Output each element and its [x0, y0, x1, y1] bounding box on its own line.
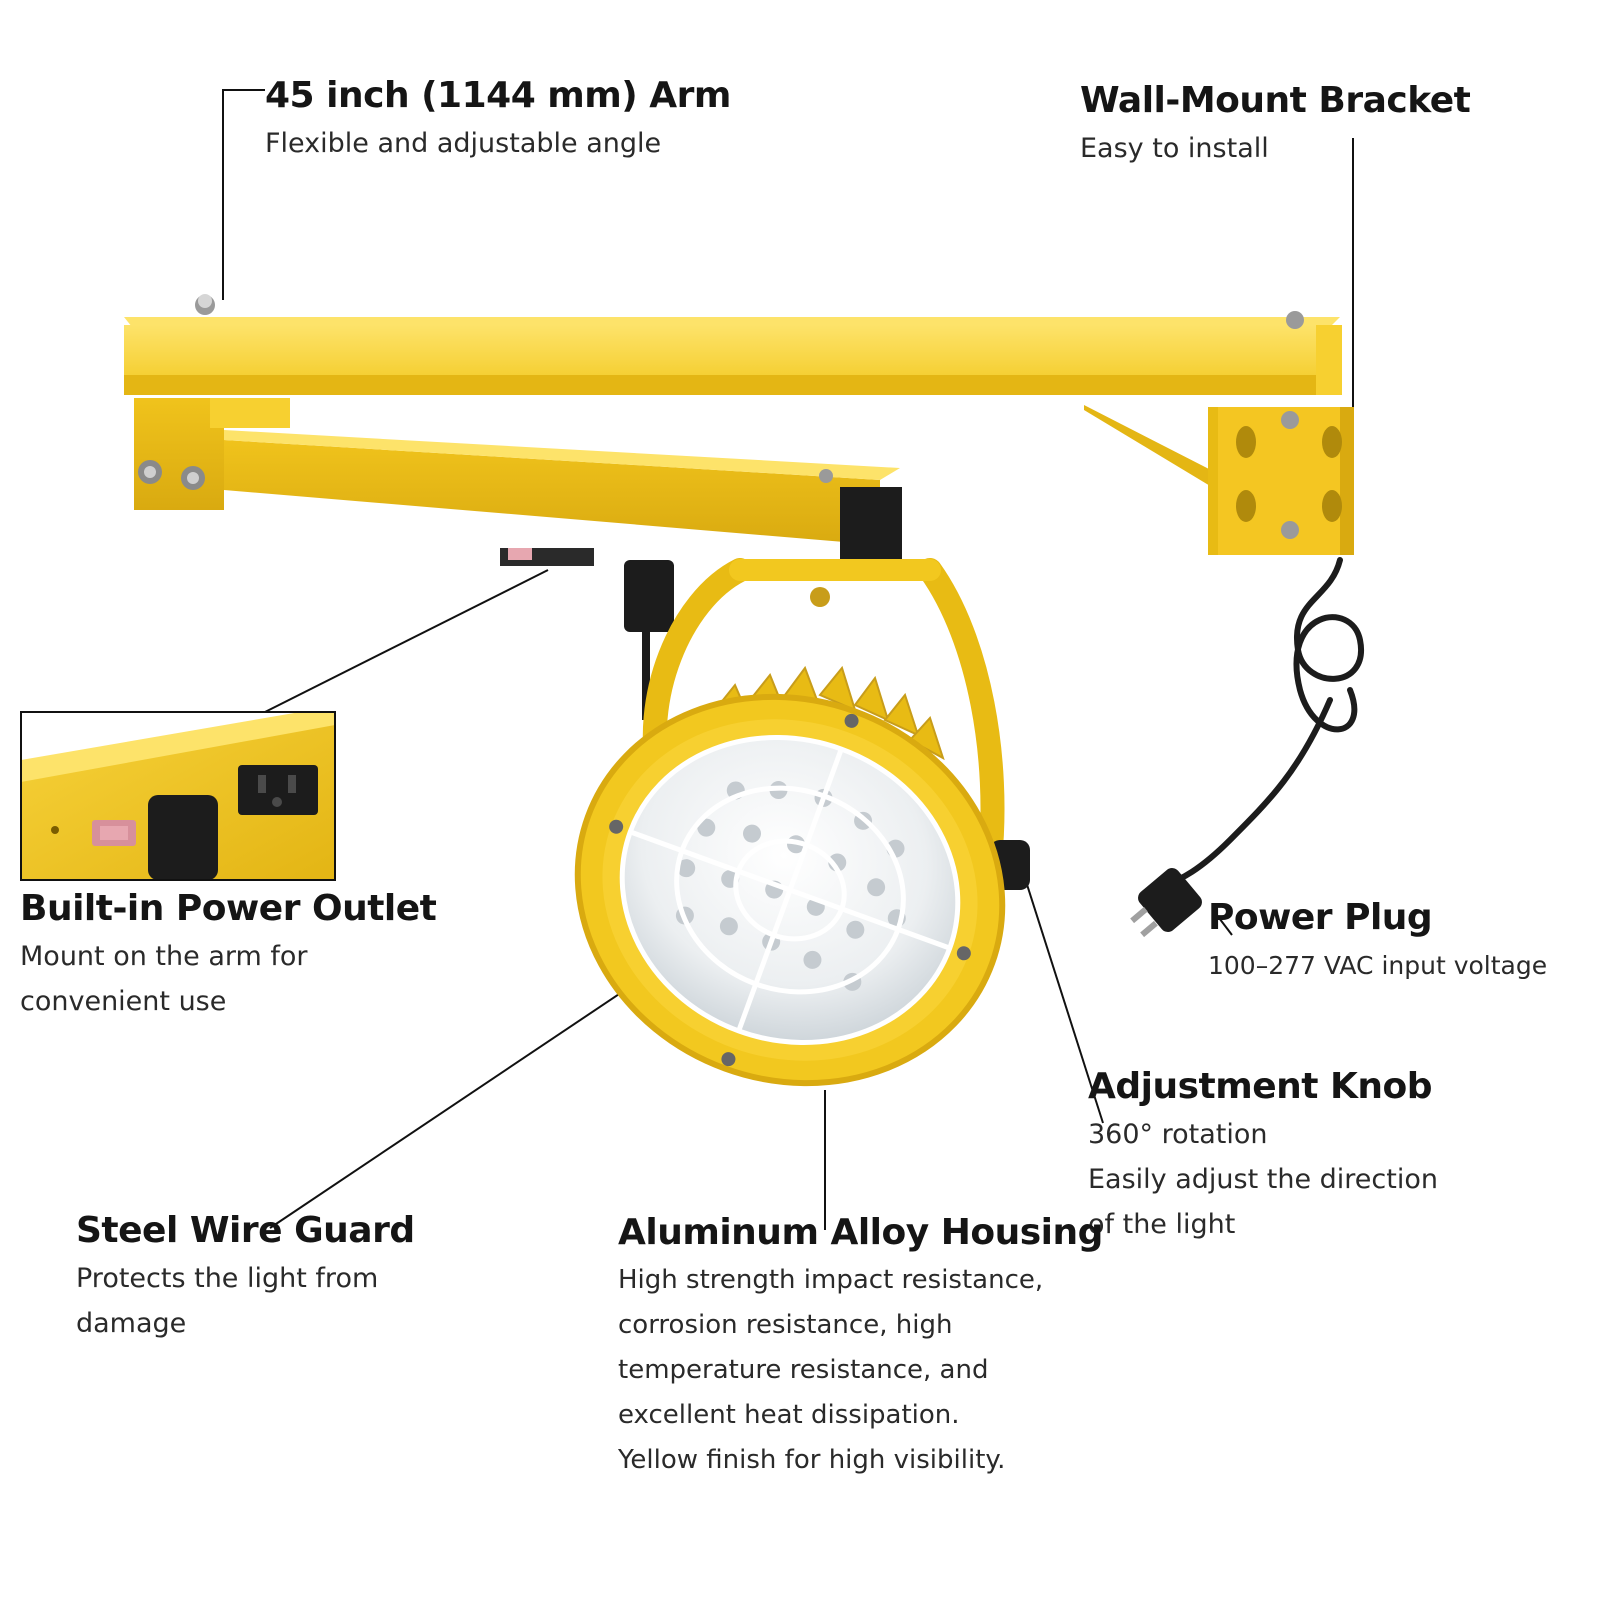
feature-housing-title: Aluminum Alloy Housing — [618, 1212, 1103, 1253]
feature-arm: 45 inch (1144 mm) Arm Flexible and adjus… — [265, 75, 731, 166]
feature-housing-desc: High strength impact resistance, corrosi… — [618, 1265, 1044, 1475]
feature-outlet-desc: Mount on the arm for convenient use — [20, 941, 308, 1017]
feature-arm-desc: Flexible and adjustable angle — [265, 128, 662, 159]
feature-housing: Aluminum Alloy Housing High strength imp… — [618, 1212, 1103, 1483]
knob-leader — [1022, 871, 1104, 1124]
feature-guard-title: Steel Wire Guard — [76, 1210, 415, 1251]
lower-arm — [134, 398, 902, 575]
plug-leader — [1212, 909, 1233, 936]
arm-leader — [222, 89, 265, 300]
top-arm — [124, 294, 1342, 395]
power-plug-icon — [1130, 868, 1202, 938]
feature-bracket-desc: Easy to install — [1080, 133, 1269, 164]
feature-knob: Adjustment Knob 360° rotation Easily adj… — [1088, 1066, 1438, 1247]
feature-arm-title: 45 inch (1144 mm) Arm — [265, 75, 731, 116]
leader-lines — [222, 89, 1354, 1230]
light-head — [574, 693, 1006, 1087]
feature-bracket-title: Wall-Mount Bracket — [1080, 80, 1471, 121]
feature-plug-desc: 100–277 VAC input voltage — [1208, 951, 1548, 980]
feature-plug-title: Power Plug — [1208, 897, 1433, 938]
feature-knob-desc: 360° rotation Easily adjust the directio… — [1088, 1119, 1438, 1240]
power-cord — [1162, 557, 1365, 888]
feature-knob-title: Adjustment Knob — [1088, 1066, 1433, 1107]
feature-bracket: Wall-Mount Bracket Easy to install — [1080, 80, 1471, 171]
feature-guard-desc: Protects the light from damage — [76, 1263, 379, 1339]
guard-leader — [269, 979, 641, 1229]
feature-outlet: Built-in Power Outlet Mount on the arm f… — [20, 888, 437, 1024]
wall-mount-bracket — [1084, 405, 1354, 555]
feature-outlet-title: Built-in Power Outlet — [20, 888, 437, 929]
outlet-closeup-inset — [20, 711, 336, 881]
outlet-leader — [264, 569, 549, 713]
feature-guard: Steel Wire Guard Protects the light from… — [76, 1210, 415, 1346]
feature-plug: Power Plug 100–277 VAC input voltage — [1208, 897, 1547, 988]
underside-outlet — [500, 548, 674, 720]
